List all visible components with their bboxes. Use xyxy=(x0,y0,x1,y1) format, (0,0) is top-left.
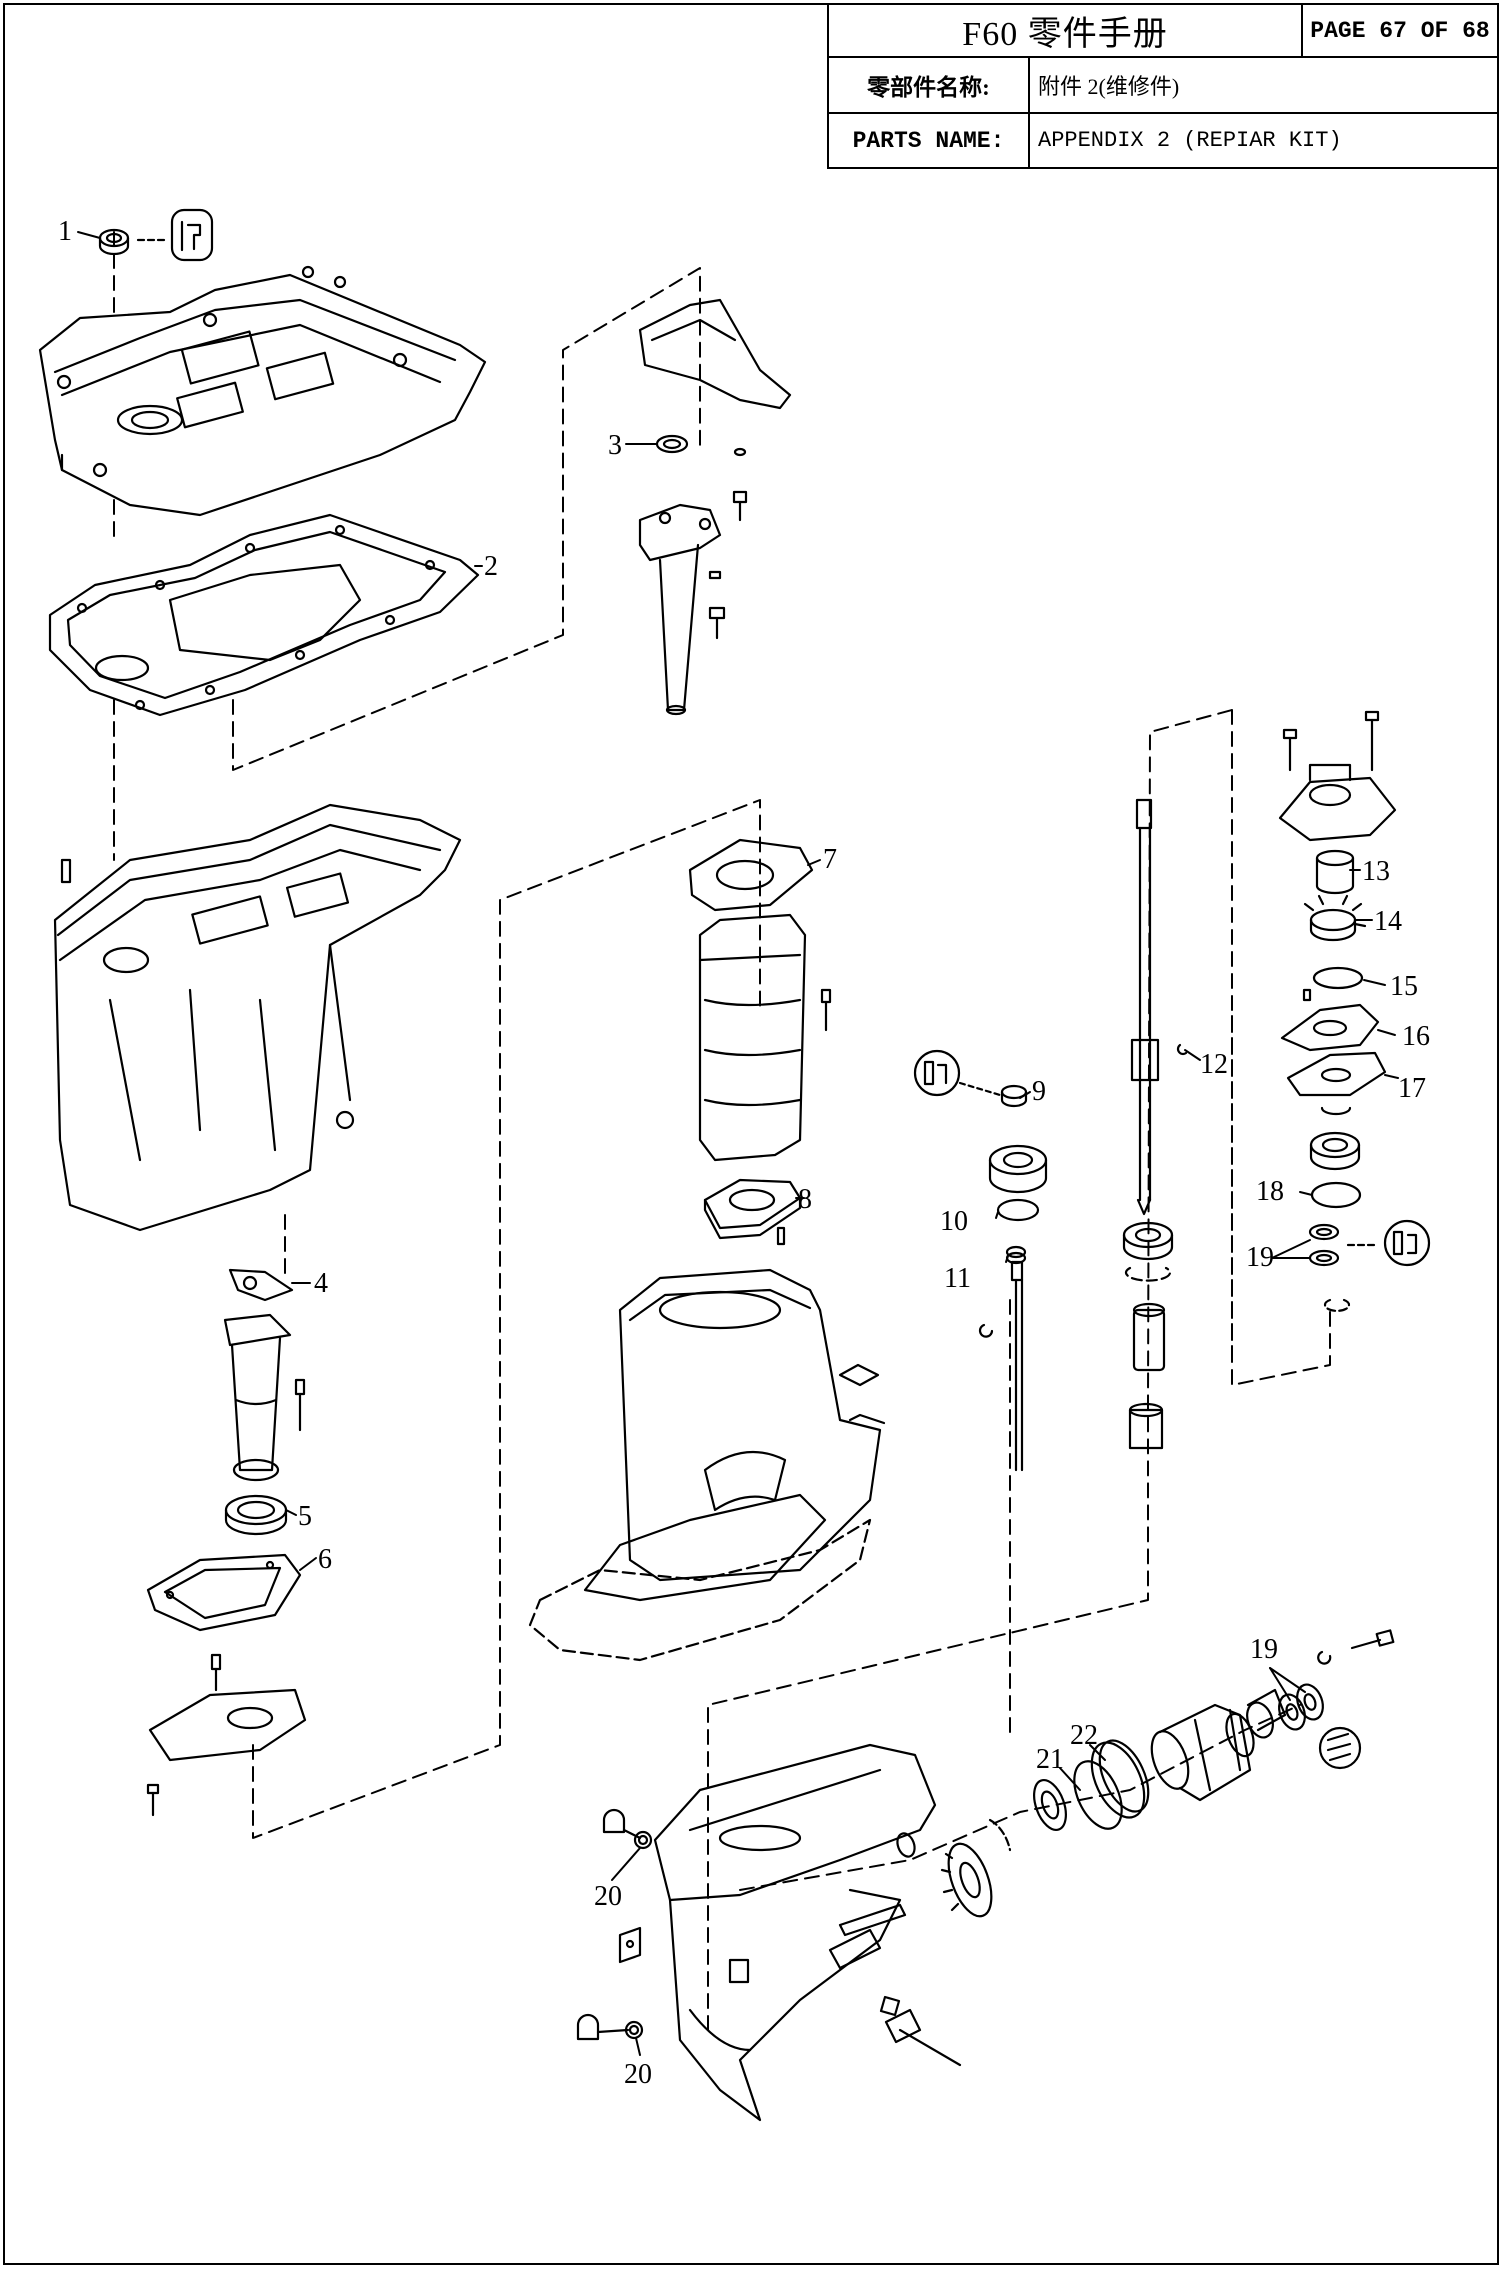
drive-shaft-housing xyxy=(528,1226,886,1662)
repair-kit-icon-right xyxy=(1383,1219,1431,1267)
callout-7: 7 xyxy=(823,844,837,875)
dashed-alignment-lines xyxy=(113,231,1331,2031)
part-5-oil-seal xyxy=(224,1494,288,1536)
water-pump-housing xyxy=(1278,710,1397,842)
propeller-shaft xyxy=(838,1903,907,1937)
callout-22: 22 xyxy=(1070,1720,1098,1751)
lower-mount-plate xyxy=(146,1653,307,1817)
name-en-label: PARTS NAME: xyxy=(829,114,1030,167)
part-21-o-ring xyxy=(1073,1760,1123,1830)
callout-20-upper: 20 xyxy=(594,1881,622,1912)
trim-tab-bolt xyxy=(618,1926,962,2067)
part-3-seal xyxy=(655,434,689,454)
repair-kit-icon-lower xyxy=(1318,1726,1362,1770)
callout-5: 5 xyxy=(298,1501,312,1532)
repair-kit-icon xyxy=(136,208,214,262)
bolt-set-upper xyxy=(708,447,748,640)
part-8-seal-plate xyxy=(703,1178,802,1240)
callout-10: 10 xyxy=(940,1206,968,1237)
drive-shaft-bearing-set xyxy=(1122,1221,1174,1450)
part-19-seals-lower xyxy=(1278,1683,1324,1731)
part-20-drain-screw-upper xyxy=(602,1808,653,1850)
name-cn-value: 附件 2(维修件) xyxy=(1038,74,1180,99)
callout-20-lower: 20 xyxy=(624,2059,652,2090)
oil-pan xyxy=(53,803,462,1232)
exhaust-pipe-lower xyxy=(223,1313,306,1482)
part-4-gasket xyxy=(228,1268,294,1302)
shift-rod xyxy=(978,1260,1024,1472)
gear-shims xyxy=(896,1779,1067,1858)
callout-leaders xyxy=(77,231,1399,2056)
muffler-chamber xyxy=(698,913,832,1162)
part-9-repair-kit xyxy=(913,1049,1028,1108)
callout-8: 8 xyxy=(798,1184,812,1215)
part-16-gasket xyxy=(1280,1003,1380,1052)
callout-labels: 1 2 3 4 5 6 7 8 9 10 11 12 13 14 15 16 1… xyxy=(58,216,1430,2090)
callout-17: 17 xyxy=(1398,1073,1426,1104)
name-cn-label: 零部件名称: xyxy=(829,58,1030,112)
part-18-o-ring xyxy=(1310,1181,1362,1209)
pinion-gear xyxy=(940,1842,993,1918)
name-en-row: PARTS NAME: APPENDIX 2 (REPIAR KIT) xyxy=(829,114,1497,167)
callout-12: 12 xyxy=(1200,1049,1228,1080)
callout-19-lower: 19 xyxy=(1250,1634,1278,1665)
callout-11: 11 xyxy=(944,1263,971,1294)
part-20-drain-screw-lower xyxy=(576,2013,644,2041)
part-15-o-ring xyxy=(1302,966,1364,1002)
part-2-gasket xyxy=(48,513,480,717)
callout-1: 1 xyxy=(58,216,72,247)
callout-14: 14 xyxy=(1374,906,1402,937)
callout-13: 13 xyxy=(1362,856,1390,887)
cover-bolt xyxy=(1317,1629,1395,1665)
part-13-pump-cartridge xyxy=(1315,849,1355,895)
callout-3: 3 xyxy=(608,430,622,461)
upper-casing xyxy=(38,265,487,517)
pump-base-housing xyxy=(1309,1131,1361,1171)
prop-shaft-bearing-housing xyxy=(1150,1688,1287,1802)
page-frame xyxy=(3,3,1499,2265)
part-11-seal xyxy=(1005,1245,1027,1265)
callout-19-upper: 19 xyxy=(1246,1242,1274,1273)
callout-21: 21 xyxy=(1036,1744,1064,1775)
part-14-impeller xyxy=(1303,894,1367,942)
pump-insert-clip xyxy=(1320,1106,1352,1116)
name-en-value: APPENDIX 2 (REPIAR KIT) xyxy=(1038,128,1342,153)
gear-case xyxy=(653,1743,937,2122)
part-19-seals-right xyxy=(1308,1223,1380,1312)
page-number: PAGE 67 OF 68 xyxy=(1310,17,1490,44)
callout-15: 15 xyxy=(1390,971,1418,1002)
part-7-gasket xyxy=(688,838,814,912)
part-22-o-ring xyxy=(1090,1739,1150,1819)
callout-9: 9 xyxy=(1032,1076,1046,1107)
title-block: F60 零件手册 PAGE 67 OF 68 零部件名称: 附件 2(维修件) … xyxy=(827,3,1499,169)
part-17-gasket xyxy=(1286,1051,1387,1097)
drive-shaft xyxy=(1130,798,1188,1216)
water-pump-housing-mid xyxy=(988,1144,1048,1194)
exhaust-guide xyxy=(638,298,792,716)
name-cn-row: 零部件名称: 附件 2(维修件) xyxy=(829,58,1497,114)
callout-2: 2 xyxy=(484,551,498,582)
manual-title: F60 零件手册 xyxy=(829,5,1303,56)
title-row: F60 零件手册 PAGE 67 OF 68 xyxy=(829,5,1497,58)
callout-18: 18 xyxy=(1256,1176,1284,1207)
part-1-oil-seal xyxy=(98,228,130,256)
part-6-gasket xyxy=(146,1553,302,1632)
callout-4: 4 xyxy=(314,1268,328,1299)
callout-6: 6 xyxy=(318,1544,332,1575)
callout-16: 16 xyxy=(1402,1021,1430,1052)
part-10-o-ring xyxy=(996,1198,1040,1222)
